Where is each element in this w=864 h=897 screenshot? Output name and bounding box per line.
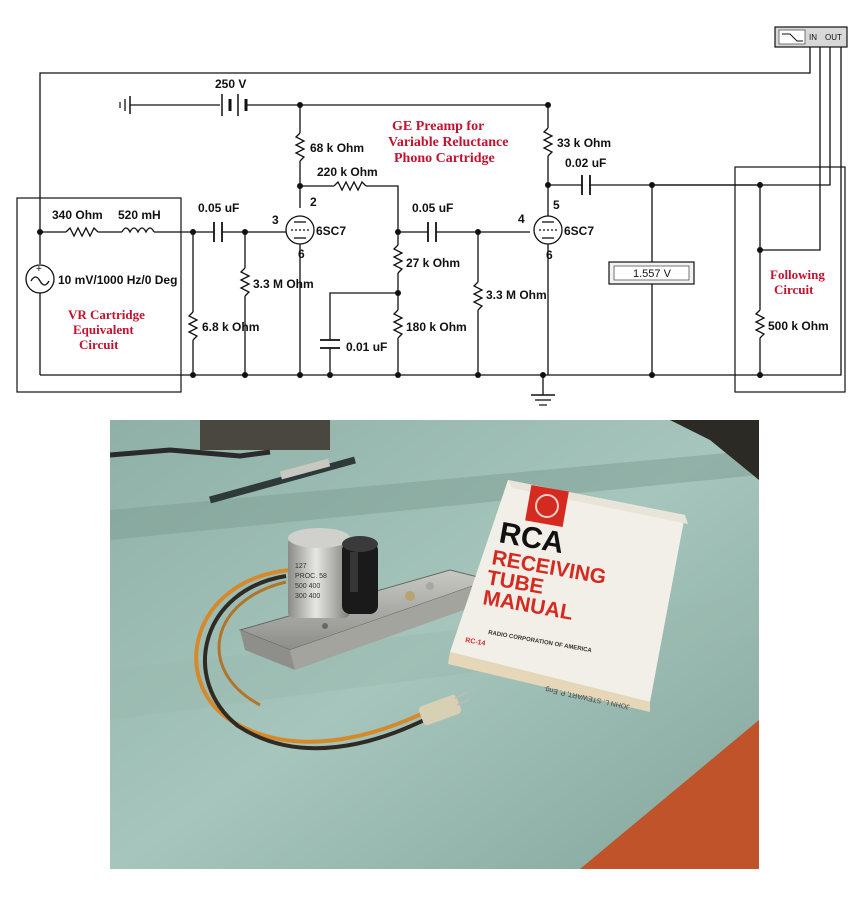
following-circuit-box <box>734 166 846 393</box>
scope-out-label: OUT <box>825 33 842 42</box>
svg-text:PROC. 58: PROC. 58 <box>295 573 327 580</box>
manual-code: RC-14 <box>465 637 486 647</box>
6sc7-tube <box>342 536 378 614</box>
r-load-label: 500 k Ohm <box>768 319 829 333</box>
tube1-label: 6SC7 <box>316 224 346 238</box>
circuit-schematic: 250 V 68 k Ohm 220 k Ohm 6SC7 2 3 6 340 … <box>16 26 848 406</box>
r-plate2-label: 33 k Ohm <box>557 136 611 150</box>
pin4-label: 4 <box>518 212 525 226</box>
battery-label: 250 V <box>215 77 246 91</box>
can-capacitor: 127 PROC. 58 500 400 300 400 <box>288 528 350 618</box>
r-plate1-label: 68 k Ohm <box>310 141 364 155</box>
voltmeter-reading: 1.557 V <box>633 268 672 280</box>
vr-cartridge-box <box>16 197 182 393</box>
svg-text:127: 127 <box>295 563 307 570</box>
source-block-line-3: Circuit <box>79 337 119 352</box>
c-out-label: 0.02 uF <box>565 156 606 170</box>
pin3-label: 3 <box>272 213 279 227</box>
r-grid1-label: 3.3 M Ohm <box>253 277 314 291</box>
source-label: 10 mV/1000 Hz/0 Deg <box>58 273 177 287</box>
r-grid2-label: 3.3 M Ohm <box>486 288 547 302</box>
svg-text:300 400: 300 400 <box>295 593 320 600</box>
r-180k-label: 180 k Ohm <box>406 320 467 334</box>
oscilloscope: IN OUT <box>774 26 848 48</box>
pin2-label: 2 <box>310 195 317 209</box>
c-in-label: 0.05 uF <box>198 201 239 215</box>
c-bypass-label: 0.01 uF <box>346 340 387 354</box>
svg-text:+: + <box>36 264 42 275</box>
load-block-line-1: Following <box>770 267 825 282</box>
load-block-line-2: Circuit <box>774 282 814 297</box>
rca-tube-manual: RCA RECEIVING TUBE MANUAL RADIO CORPORAT… <box>448 480 688 712</box>
preamp-photo: 127 PROC. 58 500 400 300 400 RCA RECEIVI… <box>110 420 759 869</box>
tube1-symbol <box>285 215 315 375</box>
l-source-label: 520 mH <box>118 208 161 222</box>
source-block-line-2: Equivalent <box>73 322 134 337</box>
scope-in-label: IN <box>809 33 817 42</box>
r-input-load-label: 6.8 k Ohm <box>202 320 259 334</box>
title-line-1: GE Preamp for <box>392 119 484 134</box>
r-27k-label: 27 k Ohm <box>406 256 460 270</box>
tube2-label: 6SC7 <box>564 224 594 238</box>
title-line-2: Variable Reluctance <box>388 135 508 150</box>
c-coupling-label: 0.05 uF <box>412 201 453 215</box>
title-line-3: Phono Cartridge <box>394 151 495 166</box>
pin6a-label: 6 <box>298 247 305 261</box>
pin6b-label: 6 <box>546 248 553 262</box>
table-edge <box>580 720 759 869</box>
tube-plug <box>418 694 462 726</box>
pin5-label: 5 <box>553 198 560 212</box>
r-source-label: 340 Ohm <box>52 208 103 222</box>
svg-text:500 400: 500 400 <box>295 583 320 590</box>
source-block-line-1: VR Cartridge <box>68 307 145 322</box>
r-feedback-label: 220 k Ohm <box>317 165 378 179</box>
battery-symbol <box>221 94 248 116</box>
tube2-symbol <box>533 215 563 375</box>
